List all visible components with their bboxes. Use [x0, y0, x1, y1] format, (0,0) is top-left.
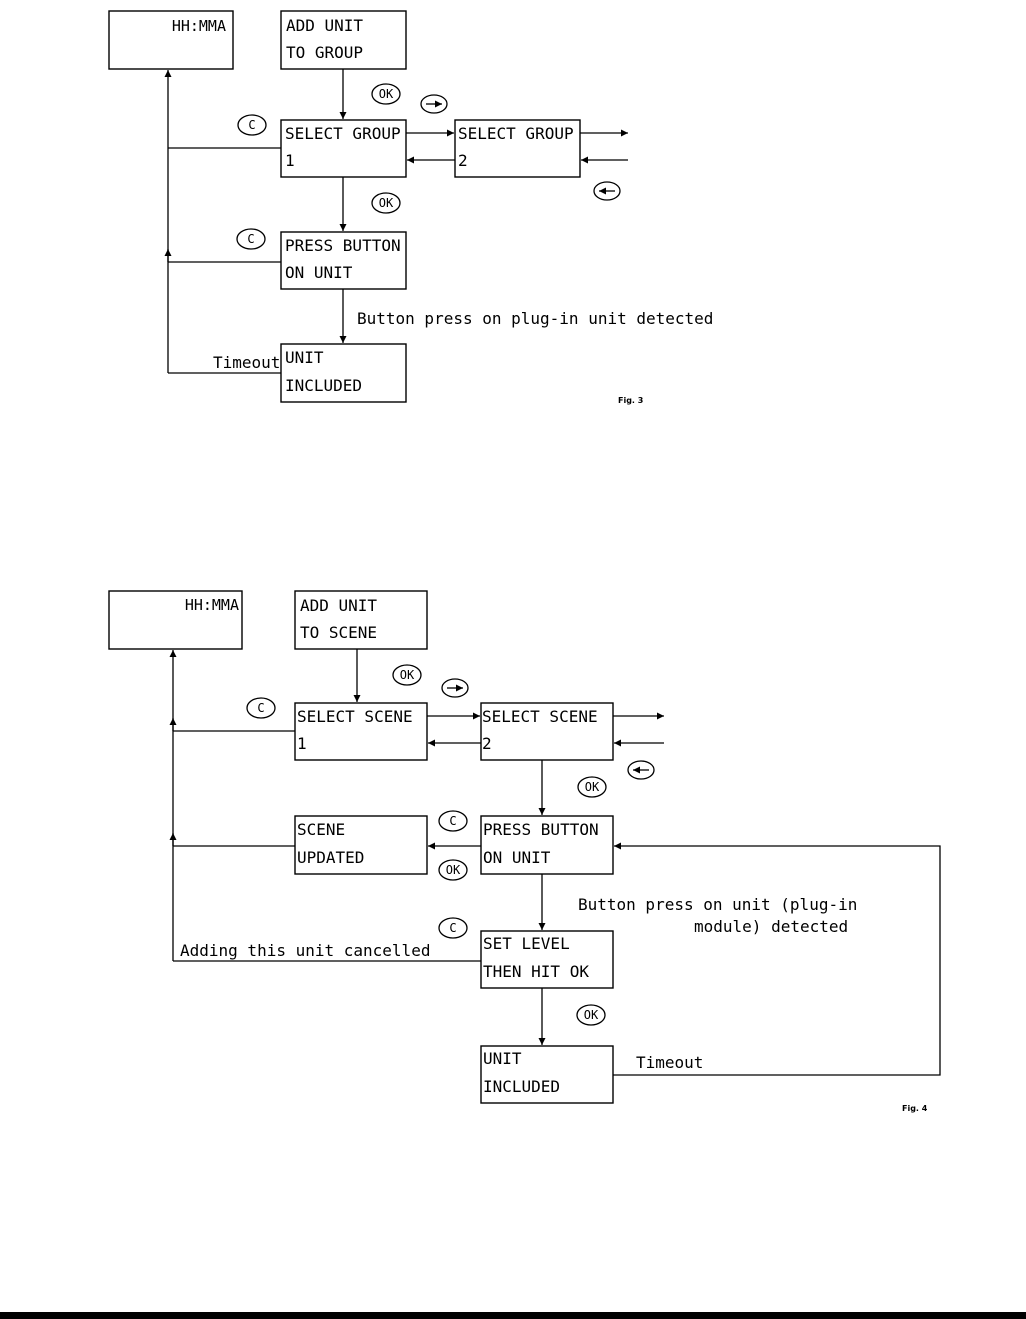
fig3-figure-label: Fig. 3 [618, 396, 643, 405]
right-arrow-button-icon [441, 678, 469, 698]
fig4-scene-updated-line2: UPDATED [297, 848, 364, 867]
c-button-icon: C [246, 697, 276, 719]
fig3-button-press-label: Button press on plug-in unit detected [357, 309, 713, 328]
fig4-select-scene-2-line1: SELECT SCENE [482, 707, 598, 726]
svg-text:C: C [248, 118, 255, 132]
fig3-select-group-1-box: SELECT GROUP 1 [280, 119, 407, 178]
fig4-timeout-label: Timeout [636, 1053, 703, 1072]
fig3-add-unit-box: ADD UNIT TO GROUP [280, 10, 407, 70]
fig4-home-text: HH:MMA [185, 596, 239, 614]
c-button-icon: C [438, 917, 468, 939]
fig4-select-scene-2-line2: 2 [482, 734, 492, 753]
fig3-press-button-box: PRESS BUTTON ON UNIT [280, 231, 407, 290]
fig3-add-unit-line2: TO GROUP [286, 43, 363, 62]
fig4-set-level-box: SET LEVEL THEN HIT OK [480, 930, 614, 989]
fig3-press-button-line2: ON UNIT [285, 263, 353, 282]
fig3-press-button-line1: PRESS BUTTON [285, 236, 401, 255]
fig3-timeout-label: Timeout [213, 353, 280, 372]
page-bottom-rule [0, 1312, 1026, 1319]
svg-text:OK: OK [446, 863, 461, 877]
c-button-icon: C [237, 114, 267, 136]
svg-text:OK: OK [585, 780, 600, 794]
fig3-select-group-1-line1: SELECT GROUP [285, 124, 401, 143]
fig4-select-scene-1-box: SELECT SCENE 1 [294, 702, 428, 761]
fig3-unit-included-line2: INCLUDED [285, 376, 362, 395]
ok-button-icon: OK [576, 1004, 606, 1026]
fig4-select-scene-1-line1: SELECT SCENE [297, 707, 413, 726]
fig4-set-level-line1: SET LEVEL [483, 934, 570, 953]
fig3-unit-included-box: UNIT INCLUDED [280, 343, 407, 403]
fig3-select-group-1-line2: 1 [285, 151, 295, 170]
fig3-select-group-2-line1: SELECT GROUP [458, 124, 574, 143]
fig4-press-button-line1: PRESS BUTTON [483, 820, 599, 839]
fig4-add-unit-box: ADD UNIT TO SCENE [294, 590, 428, 650]
fig4-timeout-loop [613, 842, 941, 1076]
fig4-press-button-box: PRESS BUTTON ON UNIT [480, 815, 614, 875]
svg-text:OK: OK [379, 87, 394, 101]
svg-text:C: C [247, 232, 254, 246]
fig4-scene-updated-line1: SCENE [297, 820, 345, 839]
svg-text:OK: OK [400, 668, 415, 682]
fig4-unit-included-line2: INCLUDED [483, 1077, 560, 1096]
fig3-select-group-2-box: SELECT GROUP 2 [454, 119, 581, 178]
fig4-adding-cancelled-label: Adding this unit cancelled [180, 941, 430, 960]
svg-text:OK: OK [584, 1008, 599, 1022]
fig4-unit-included-line1: UNIT [483, 1049, 522, 1068]
fig3-add-unit-line1: ADD UNIT [286, 16, 363, 35]
c-button-icon: C [438, 810, 468, 832]
left-arrow-button-icon [593, 181, 621, 201]
fig4-unit-included-box: UNIT INCLUDED [480, 1045, 614, 1104]
svg-text:C: C [449, 814, 456, 828]
figure-3: HH:MMA ADD UNIT TO GROUP SELECT GROUP 1 … [108, 10, 713, 405]
fig4-add-unit-line1: ADD UNIT [300, 596, 377, 615]
left-arrow-button-icon [627, 760, 655, 780]
fig4-scene-updated-box: SCENE UPDATED [294, 815, 428, 875]
right-arrow-button-icon [420, 94, 448, 114]
fig4-button-press-label-line2: module) detected [694, 917, 848, 936]
ok-button-icon: OK [371, 192, 401, 214]
fig4-add-unit-line2: TO SCENE [300, 623, 377, 642]
fig4-set-level-line2: THEN HIT OK [483, 962, 589, 981]
svg-text:OK: OK [379, 196, 394, 210]
fig4-button-press-label-line1: Button press on unit (plug-in [578, 895, 857, 914]
c-button-icon: C [236, 228, 266, 250]
fig3-home-box: HH:MMA [108, 10, 234, 70]
fig3-home-text: HH:MMA [172, 17, 226, 35]
fig3-select-group-2-line2: 2 [458, 151, 468, 170]
fig4-select-scene-2-box: SELECT SCENE 2 [480, 702, 614, 761]
fig4-figure-label: Fig. 4 [902, 1104, 928, 1113]
fig3-unit-included-line1: UNIT [285, 348, 324, 367]
fig4-select-scene-1-line2: 1 [297, 734, 307, 753]
ok-button-icon: OK [371, 83, 401, 105]
svg-text:C: C [449, 921, 456, 935]
figure-4: HH:MMA ADD UNIT TO SCENE SELECT SCENE 1 … [108, 590, 941, 1113]
fig4-press-button-line2: ON UNIT [483, 848, 551, 867]
svg-text:C: C [257, 701, 264, 715]
ok-button-icon: OK [577, 776, 607, 798]
fig4-home-box: HH:MMA [108, 590, 243, 650]
ok-button-icon: OK [438, 859, 468, 881]
ok-button-icon: OK [392, 664, 422, 686]
